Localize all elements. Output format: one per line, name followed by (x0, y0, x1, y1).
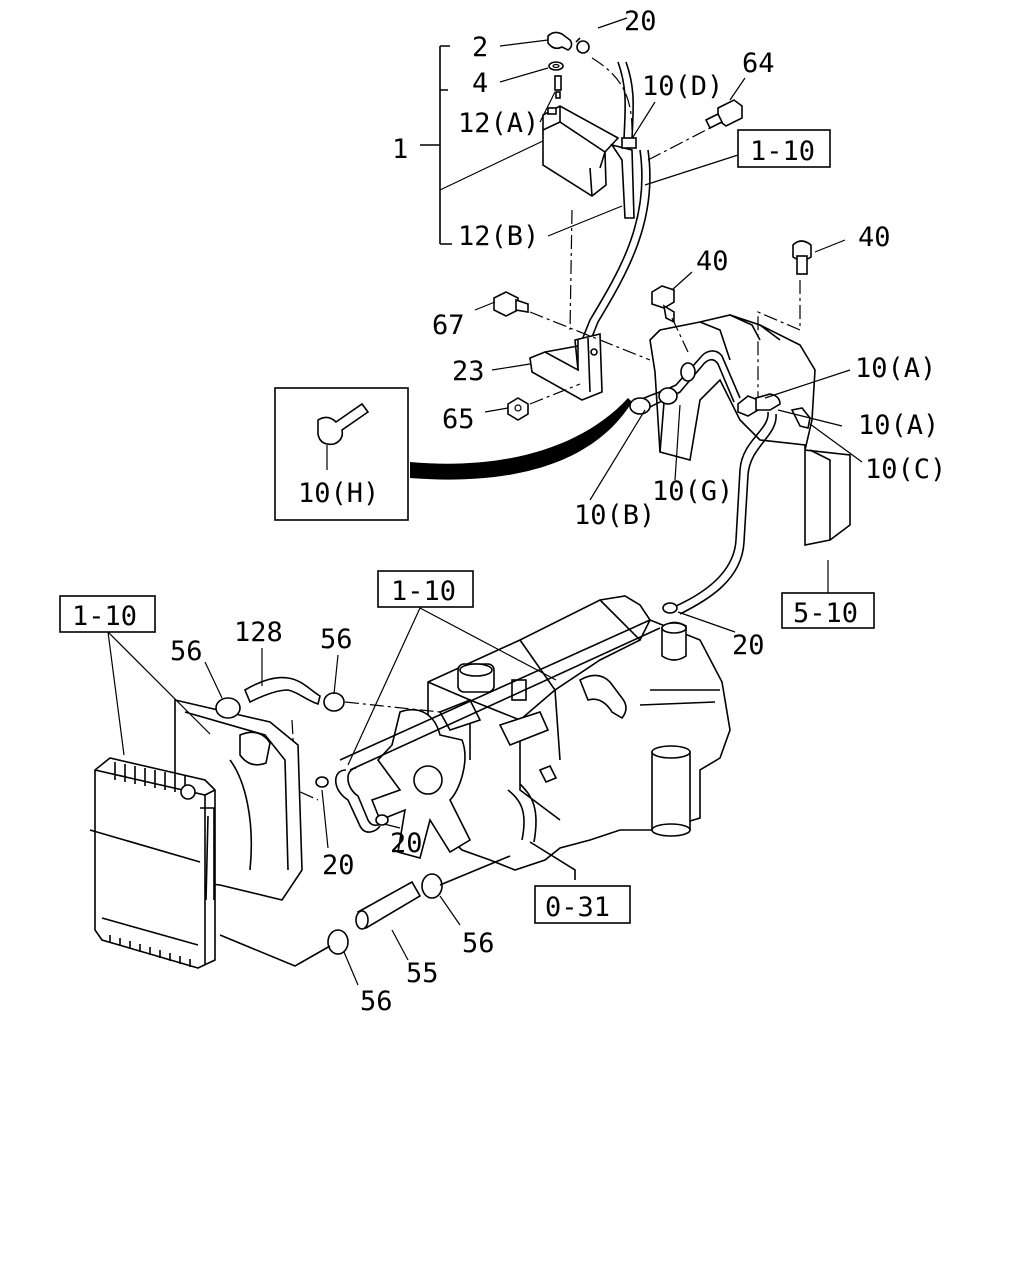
callout-20-right: 20 (732, 630, 765, 661)
callout-12a: 12(A) (458, 108, 539, 139)
top-bracket-assembly (420, 17, 746, 343)
callout-40-right: 40 (858, 222, 891, 253)
callout-64: 64 (742, 48, 775, 79)
elbow-fitting-2 (547, 31, 573, 51)
callout-12b: 12(B) (458, 221, 539, 252)
ref-box-1-10-top (737, 129, 831, 168)
callout-1: 1 (392, 134, 408, 165)
clamp-56-a (215, 697, 241, 719)
callout-56-a: 56 (170, 636, 203, 667)
ref-5-10: 5-10 (793, 598, 858, 629)
ref-1-10-left: 1-10 (72, 601, 137, 632)
nut-65 (507, 397, 529, 421)
fitting-10a-2 (755, 393, 781, 411)
fitting-10c (790, 407, 811, 429)
callout-23: 23 (452, 356, 485, 387)
callout-65: 65 (442, 404, 475, 435)
callout-67: 67 (432, 310, 465, 341)
ref-1-10-top: 1-10 (750, 136, 815, 167)
right-pipe-group (589, 239, 863, 615)
callout-56-d: 56 (360, 986, 393, 1017)
washer-4 (548, 61, 564, 71)
lower-hose-55 (219, 855, 511, 986)
callout-56-b: 56 (320, 624, 353, 655)
clip-20-right (662, 602, 678, 614)
ref-box-5-10 (781, 592, 875, 629)
ref-1-10-center: 1-10 (391, 576, 456, 607)
clip-20-left (315, 776, 329, 788)
radiator-cap (180, 784, 196, 800)
callout-4: 4 (472, 68, 488, 99)
engine-elbow (578, 674, 627, 720)
hose-128 (243, 676, 321, 706)
inset-frame (274, 387, 409, 521)
ref-box-0-31 (534, 885, 631, 924)
clamp-56-b (323, 692, 345, 712)
callout-10c: 10(C) (865, 454, 946, 485)
bracket-plate-12b (610, 143, 635, 219)
bolt-12a (554, 75, 562, 91)
callout-10d: 10(D) (642, 71, 723, 102)
clamp-56-d (327, 929, 349, 955)
bolt-67 (493, 291, 519, 317)
ref-box-1-10-center (377, 570, 474, 608)
callout-20-left: 20 (322, 850, 355, 881)
oil-cooler-block (542, 105, 620, 197)
callout-40-mid: 40 (696, 246, 729, 277)
callout-10a-1: 10(A) (855, 353, 936, 384)
callout-labels: 1 2 4 12(A) 12(B) 20 10(D) 64 40 40 67 2… (170, 6, 946, 1017)
callout-10a-2: 10(A) (858, 410, 939, 441)
callout-2: 2 (472, 32, 488, 63)
mounting-bracket-23 (474, 291, 651, 421)
clamp-10g (658, 387, 678, 405)
engine-block (370, 595, 736, 880)
clip-20-top (576, 40, 590, 54)
reference-boxes: 1-10 5-10 1-10 1-10 0-31 (59, 129, 875, 924)
ref-0-31: 0-31 (545, 892, 610, 923)
radiator-core (94, 757, 216, 969)
callout-20-top: 20 (624, 6, 657, 37)
engine-housing-right (649, 314, 851, 546)
clamp-56-c (421, 873, 443, 899)
clip-20-mid (375, 814, 389, 826)
upper-hose-128 (204, 648, 441, 719)
callout-20-mid: 20 (390, 828, 423, 859)
bolt-40-mid (651, 285, 675, 309)
callout-10g: 10(G) (652, 476, 733, 507)
hose-clamp-10h-icon (317, 402, 370, 446)
callout-10b: 10(B) (574, 500, 655, 531)
ref-box-1-10-left (59, 595, 156, 633)
callout-128: 128 (234, 617, 283, 648)
radiator-assembly (89, 631, 303, 969)
callout-55: 55 (406, 958, 439, 989)
center-hose-group (291, 607, 661, 849)
oil-filter (651, 751, 691, 831)
inset-pointer (410, 398, 632, 480)
clamp-10b (629, 397, 651, 415)
callout-10h: 10(H) (298, 478, 379, 509)
callout-56-c: 56 (462, 928, 495, 959)
bracket-23 (529, 332, 603, 401)
inset-detail-10h (274, 387, 632, 521)
